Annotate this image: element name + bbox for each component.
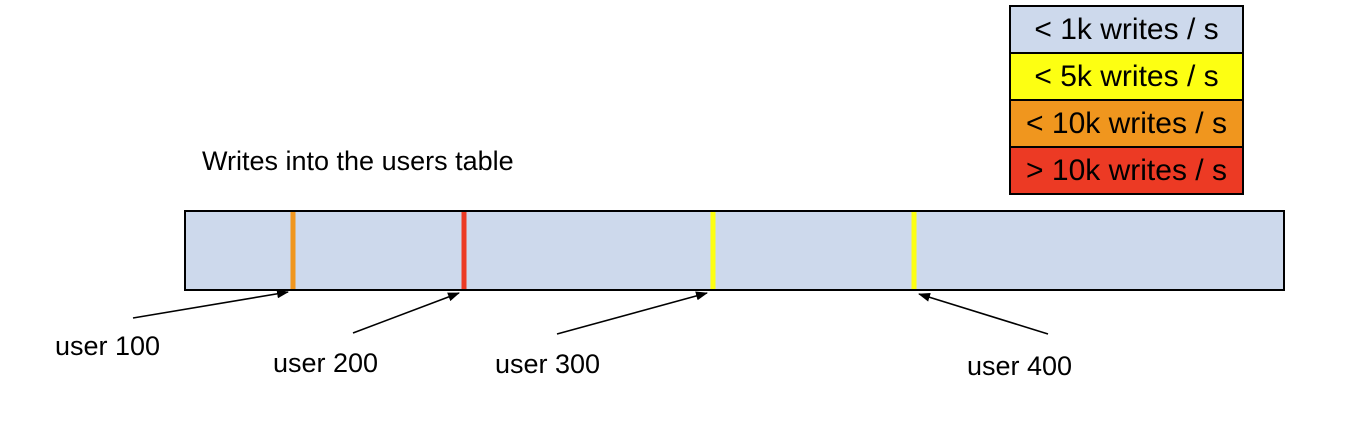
write-rate-legend: < 1k writes / s < 5k writes / s < 10k wr… [1009, 5, 1244, 195]
arrow-user-100 [132, 289, 289, 319]
arrow-user-400 [918, 292, 1049, 335]
user-400-label: user 400 [967, 351, 1073, 381]
legend-label-under-5k: < 5k writes / s [1034, 59, 1219, 93]
user-300-label: user 300 [495, 349, 601, 379]
hotspot-marker-user-100 [290, 212, 296, 289]
user-100-label: user 100 [55, 331, 161, 361]
legend-label-over-10k: > 10k writes / s [1026, 153, 1227, 187]
diagram-title: Writes into the users table [202, 146, 514, 176]
hotspot-marker-user-400 [911, 212, 917, 289]
arrow-user-300 [556, 291, 708, 335]
legend-row-under-1k: < 1k writes / s [1011, 7, 1242, 52]
legend-label-under-10k: < 10k writes / s [1026, 106, 1227, 140]
legend-row-over-10k: > 10k writes / s [1011, 146, 1242, 193]
legend-row-under-5k: < 5k writes / s [1011, 52, 1242, 99]
hotspot-marker-user-300 [710, 212, 716, 289]
tick-layer [186, 212, 1283, 289]
hotspot-marker-user-200 [461, 212, 467, 289]
legend-label-under-1k: < 1k writes / s [1034, 12, 1219, 46]
arrow-user-200 [352, 292, 460, 334]
users-table-bar [184, 210, 1285, 291]
legend-row-under-10k: < 10k writes / s [1011, 99, 1242, 146]
user-200-label: user 200 [273, 348, 379, 378]
